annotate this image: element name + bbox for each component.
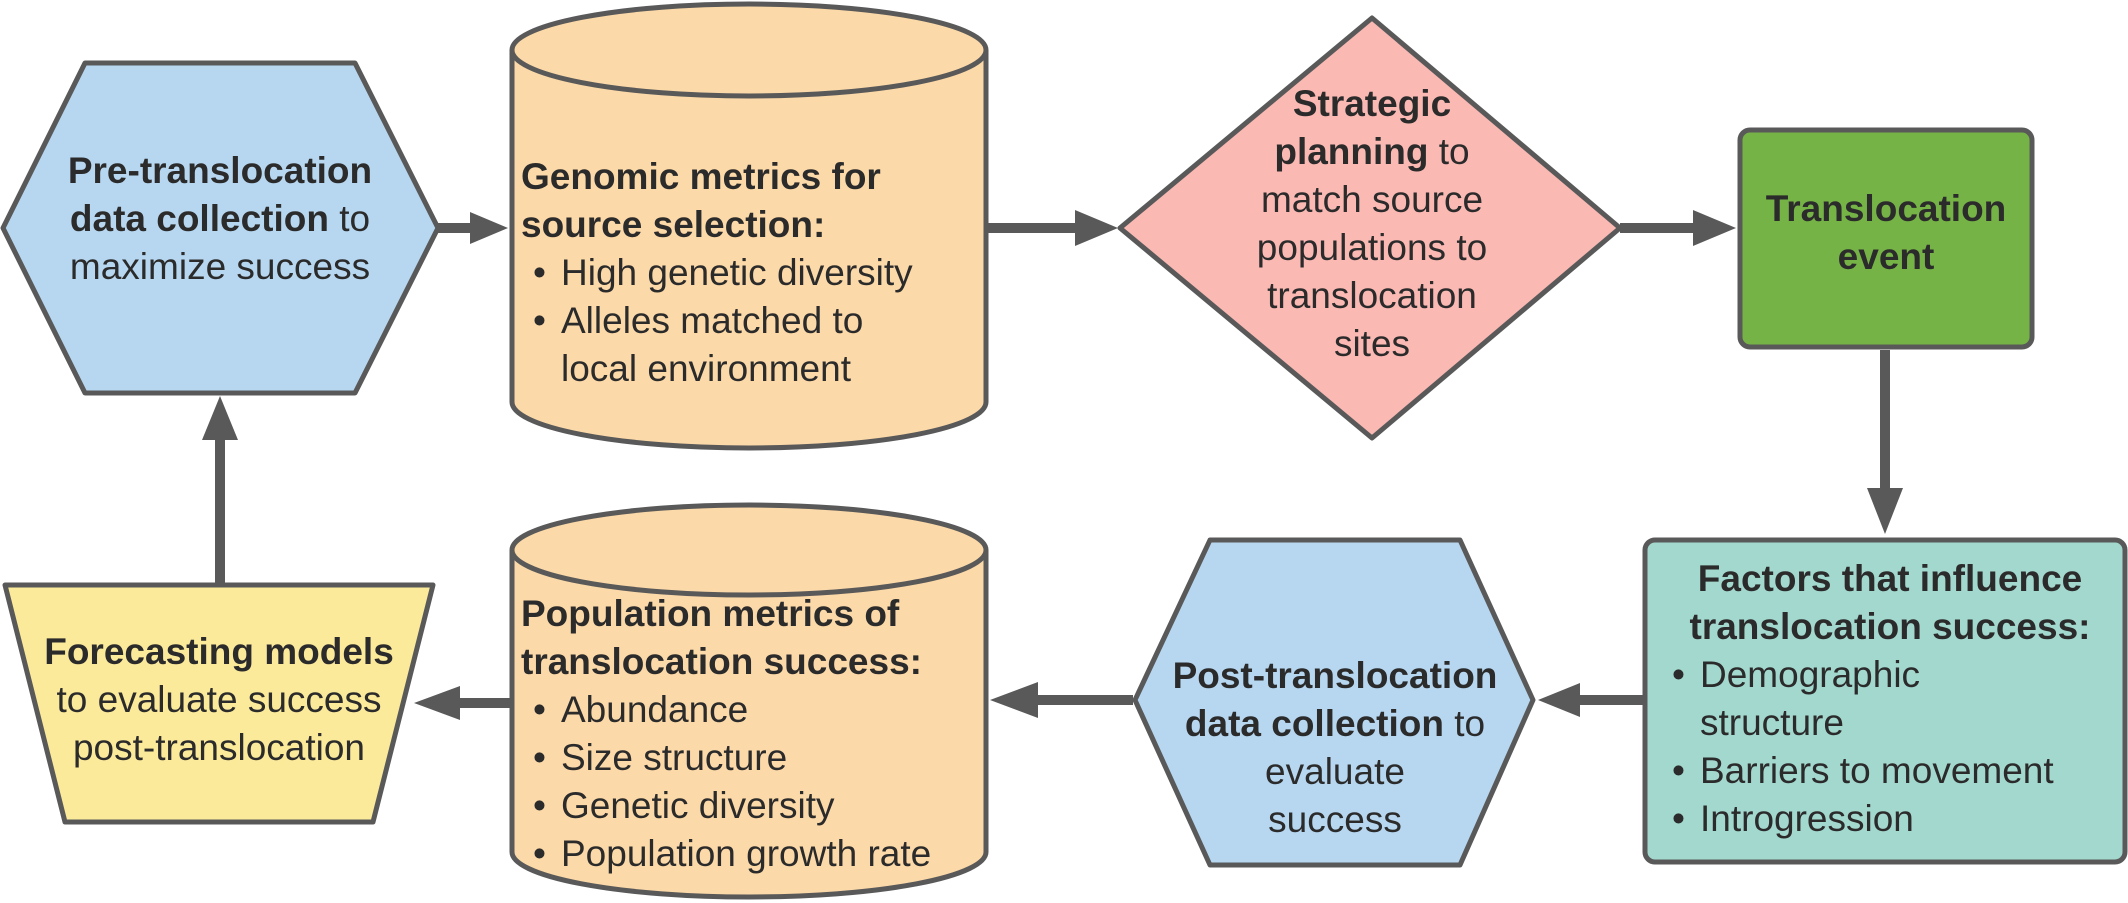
- list-item: Demographic structure: [1660, 651, 1960, 747]
- forecasting-line2: to evaluate success: [56, 679, 382, 720]
- strategic-planning-title-2: planning: [1274, 131, 1429, 172]
- arrow-factors-to-post: [1538, 683, 1643, 717]
- pre-translocation-title-2: data collection: [69, 198, 329, 239]
- arrow-forecasting-to-pre: [202, 396, 238, 583]
- pre-translocation-hexagon: [0, 60, 441, 396]
- list-item: Size structure: [521, 734, 981, 782]
- genomic-metrics-list: High genetic diversity Alleles matched t…: [521, 249, 981, 393]
- pre-translocation-label: Pre-translocation data collection to max…: [20, 147, 420, 291]
- arrow-planning-to-event: [1620, 210, 1736, 246]
- list-item: Population growth rate: [521, 830, 981, 878]
- list-item: Genetic diversity: [521, 782, 981, 830]
- arrow-event-to-factors: [1867, 350, 1903, 534]
- strategic-planning-line4: populations to: [1256, 227, 1488, 268]
- translocation-event-box: [1737, 127, 2035, 350]
- strategic-planning-line5: translocation: [1267, 275, 1477, 316]
- genomic-metrics-heading: Genomic metrics for: [521, 156, 881, 197]
- post-translocation-title: Post-translocation: [1172, 655, 1498, 696]
- list-item: Introgression: [1660, 795, 2120, 843]
- factors-heading: Factors that influence: [1697, 558, 2083, 599]
- list-item: Abundance: [521, 686, 981, 734]
- forecasting-trapezoid: [2, 582, 436, 825]
- factors-heading-2: translocation success:: [1689, 606, 2091, 647]
- strategic-planning-title: Strategic: [1292, 83, 1452, 124]
- population-metrics-list: Abundance Size structure Genetic diversi…: [521, 686, 981, 878]
- post-translocation-to: to: [1443, 703, 1486, 744]
- strategic-planning-line3: match source: [1260, 179, 1484, 220]
- arrow-population-to-forecasting: [414, 686, 510, 720]
- factors-list: Demographic structure Barriers to moveme…: [1660, 651, 2120, 843]
- arrow-genomic-to-planning: [988, 210, 1118, 246]
- strategic-planning-line6: sites: [1333, 323, 1411, 364]
- strategic-planning-diamond: [1117, 15, 1623, 441]
- forecasting-line3: post-translocation: [72, 727, 366, 768]
- post-translocation-line4: success: [1268, 799, 1402, 840]
- list-item: High genetic diversity: [521, 249, 981, 297]
- post-translocation-line3: evaluate: [1265, 751, 1405, 792]
- post-translocation-label: Post-translocation data collection to ev…: [1140, 652, 1530, 844]
- list-item: Alleles matched to local environment: [521, 297, 901, 393]
- pre-translocation-to: to: [328, 198, 371, 239]
- list-item: Barriers to movement: [1660, 747, 2120, 795]
- arrow-post-to-population: [990, 682, 1133, 718]
- translocation-event-title-2: event: [1837, 236, 1935, 277]
- genomic-metrics-label: Genomic metrics for source selection: Hi…: [521, 153, 981, 393]
- factors-label: Factors that influence translocation suc…: [1660, 555, 2120, 843]
- pre-translocation-desc: maximize success: [69, 246, 371, 287]
- forecasting-title: Forecasting models: [44, 631, 394, 672]
- strategic-planning-to: to: [1428, 131, 1470, 172]
- population-metrics-label: Population metrics of translocation succ…: [521, 590, 981, 878]
- post-translocation-hexagon: [1132, 537, 1536, 868]
- population-metrics-heading: Population metrics of: [521, 593, 900, 634]
- forecasting-label: Forecasting models to evaluate success p…: [5, 628, 433, 772]
- arrow-pre-to-genomic: [438, 212, 508, 244]
- post-translocation-title-2: data collection: [1184, 703, 1444, 744]
- genomic-metrics-heading-2: source selection:: [521, 204, 826, 245]
- population-metrics-heading-2: translocation success:: [521, 641, 922, 682]
- translocation-event-label: Translocation event: [1740, 185, 2032, 281]
- pre-translocation-title: Pre-translocation: [67, 150, 373, 191]
- strategic-planning-label: Strategic planning to match source popul…: [1222, 80, 1522, 368]
- translocation-event-title: Translocation: [1765, 188, 2007, 229]
